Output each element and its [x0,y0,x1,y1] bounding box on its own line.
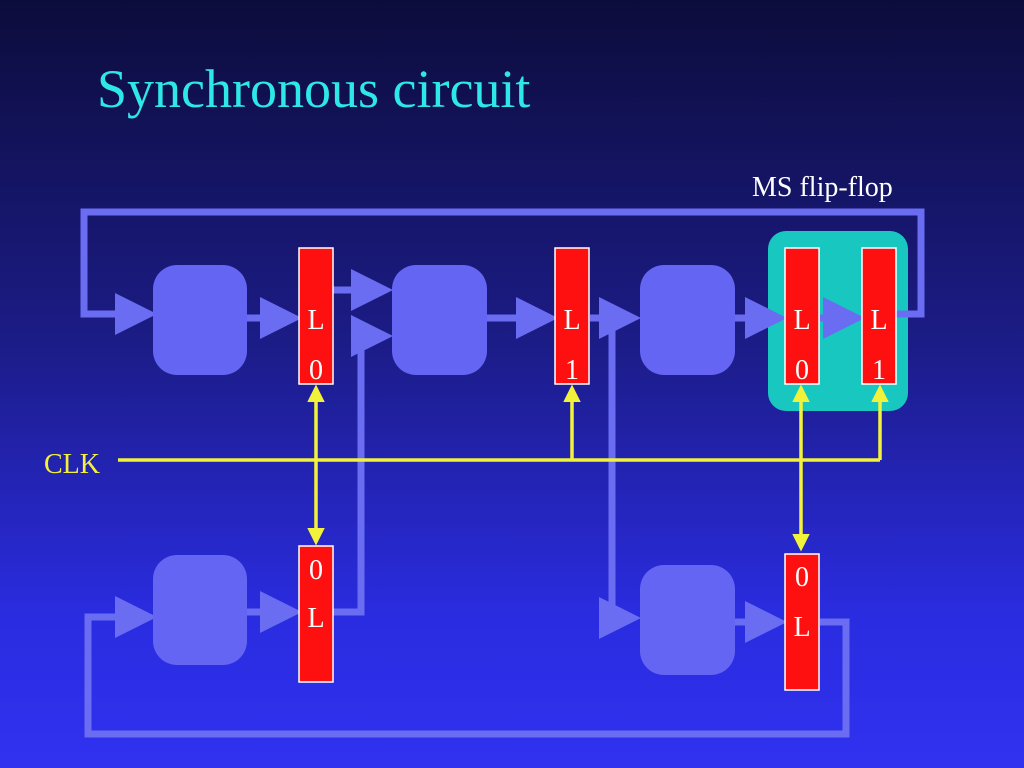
latch-digit: 0 [309,555,323,586]
latch-letter: L [563,305,580,336]
logic-block-2 [392,265,487,375]
latch-digit: 0 [795,355,809,386]
ms-flipflop-label: MS flip-flop [752,172,893,203]
latch-4: L 1 [861,247,897,386]
logic-block-1 [153,265,247,375]
logic-block-4 [153,555,247,665]
latch-digit: 1 [565,355,579,386]
latch-digit: 0 [795,562,809,593]
latch-digit: 1 [872,355,886,386]
clk-label: CLK [44,449,100,480]
slide-title: Synchronous circuit [97,59,531,119]
latch-letter: L [307,305,324,336]
latch-5: 0 L [784,553,820,691]
wire-latch2-to-block5 [599,318,641,639]
latch-digit: 0 [309,355,323,386]
latch-letter: L [793,612,810,643]
feedback-wire-top [80,208,925,335]
logic-block-3 [640,265,735,375]
wire-latch6-to-block2 [333,315,393,616]
latch-6: 0 L [298,545,334,683]
logic-block-5 [640,565,735,675]
latch-1: L 0 [298,247,334,386]
latch-letter: L [307,603,324,634]
latch-letter: L [793,305,810,336]
latch-letter: L [870,305,887,336]
feedback-wire-bottom [84,596,850,738]
latch-2: L 1 [554,247,590,386]
latch-3: L 0 [784,247,820,386]
